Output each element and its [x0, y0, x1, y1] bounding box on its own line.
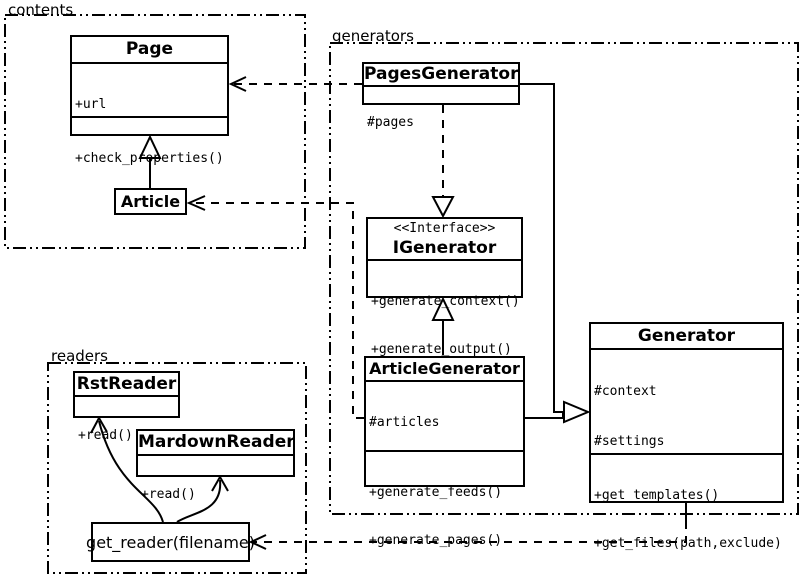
- inheritance-article-to-page: [138, 134, 162, 188]
- inheritance-generators-to-generator: [519, 83, 591, 424]
- class-generator: Generator #context #settings #path #them…: [589, 322, 784, 551]
- class-page-title: Page: [72, 37, 227, 64]
- class-pagesgenerator-title: PagesGenerator: [364, 64, 518, 87]
- class-rstreader-methods: +read(): [75, 397, 178, 474]
- class-generator-attributes: #context #settings #path #theme #output_…: [591, 350, 782, 453]
- class-igenerator-name: IGenerator: [392, 238, 497, 258]
- attribute: #pages: [367, 115, 414, 130]
- method: +get_files(path,exclude): [594, 536, 782, 551]
- attribute: #context: [594, 384, 657, 399]
- class-articlegenerator-methods: +generate_feeds() +generate_pages(): [366, 450, 523, 579]
- class-articlegenerator-attributes: #articles #dates #tags #categories: [366, 382, 523, 450]
- method: +read(): [141, 487, 196, 502]
- method: +generate_feeds(): [369, 485, 503, 500]
- arrow-getreader-to-markdownreader: [176, 474, 229, 523]
- class-articlegenerator: ArticleGenerator #articles #dates #tags …: [364, 356, 525, 548]
- class-igenerator-methods: +generate_context() +generate_output(): [368, 261, 521, 391]
- dependency-pagesgenerator-to-page: [228, 76, 362, 92]
- class-rstreader-title: RstReader: [75, 373, 178, 397]
- box-get-reader-label: get_reader(filename): [86, 532, 255, 552]
- attribute: +url: [75, 97, 107, 112]
- realization-pagesgenerator-to-igenerator: [431, 105, 455, 219]
- class-rstreader: RstReader +read(): [73, 371, 180, 443]
- class-pagesgenerator-attributes: #pages: [364, 87, 518, 159]
- class-page: Page +url +slug +summary +check_properti…: [70, 35, 229, 166]
- package-readers-border: [47, 362, 307, 574]
- class-generator-title: Generator: [591, 324, 782, 350]
- dependency-articlegenerator-to-article: [186, 195, 364, 419]
- method: +get_templates(): [594, 488, 720, 503]
- attribute: #articles: [369, 415, 440, 430]
- method: +check_properties(): [75, 151, 224, 166]
- class-markdownreader-methods: +read(): [138, 456, 293, 533]
- class-page-attributes: +url +slug +summary: [72, 64, 227, 116]
- method: +generate_pages(): [369, 533, 503, 548]
- package-contents-label: contents: [8, 1, 74, 19]
- package-contents-border: [4, 14, 306, 249]
- package-generators-label: generators: [332, 27, 414, 45]
- class-igenerator-stereotype: <<Interface>>: [393, 221, 496, 236]
- method: +generate_context(): [371, 294, 520, 309]
- class-markdownreader: MardownReader +read(): [136, 429, 295, 502]
- method: +read(): [78, 428, 133, 443]
- class-markdownreader-title: MardownReader: [138, 431, 293, 456]
- class-page-methods: +check_properties(): [72, 116, 227, 200]
- class-generator-methods: +get_templates() +get_files(path,exclude…: [591, 453, 782, 579]
- class-article: Article: [114, 188, 187, 215]
- class-article-title: Article: [120, 192, 181, 211]
- dependency-generator-to-getreader: [248, 503, 687, 550]
- package-readers-label: readers: [51, 347, 108, 365]
- arrow-getreader-to-rstreader: [90, 415, 164, 523]
- class-articlegenerator-title: ArticleGenerator: [366, 358, 523, 382]
- inheritance-articlegenerator-to-igenerator: [431, 296, 455, 355]
- class-igenerator: <<Interface>> IGenerator +generate_conte…: [366, 217, 523, 357]
- class-igenerator-title: <<Interface>> IGenerator: [368, 219, 521, 261]
- package-generators-border: [329, 42, 799, 515]
- class-pagesgenerator: PagesGenerator #pages: [362, 62, 520, 130]
- attribute: #settings: [594, 433, 665, 449]
- method: +generate_output(): [371, 342, 512, 357]
- box-get-reader: get_reader(filename): [86, 522, 255, 562]
